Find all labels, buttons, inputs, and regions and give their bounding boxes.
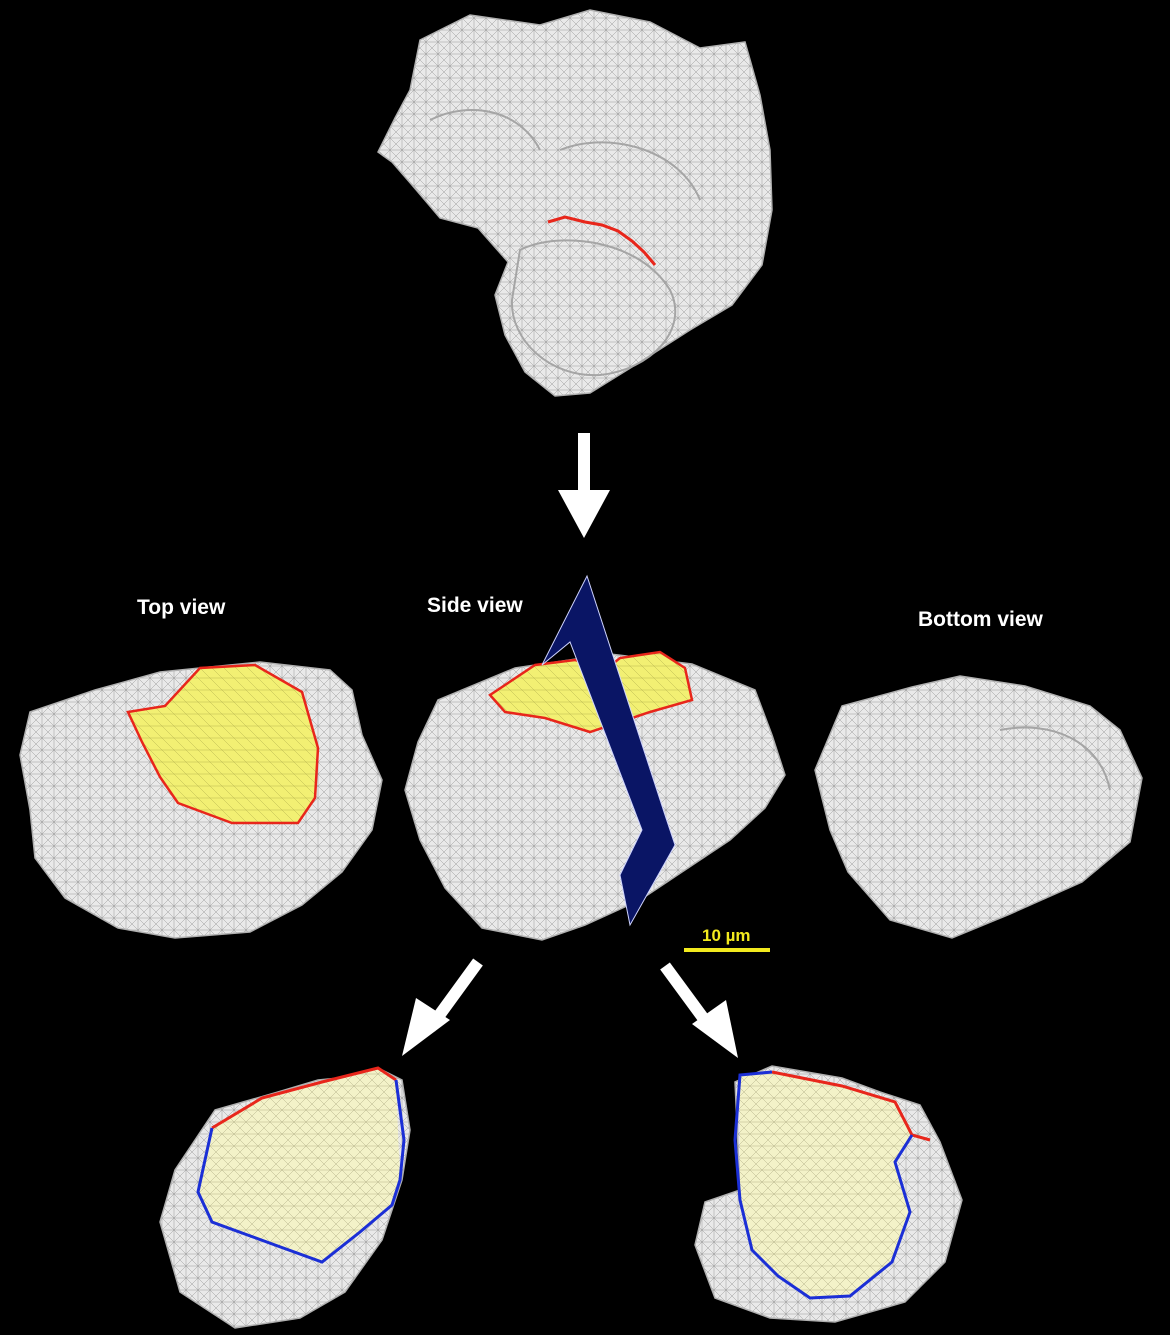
- side-view-label: Side view: [427, 594, 523, 618]
- scale-bar-label: 10 µm: [702, 926, 751, 946]
- bottom-view-label: Bottom view: [918, 608, 1043, 632]
- top-view-label: Top view: [137, 596, 225, 620]
- scale-bar: [684, 948, 770, 952]
